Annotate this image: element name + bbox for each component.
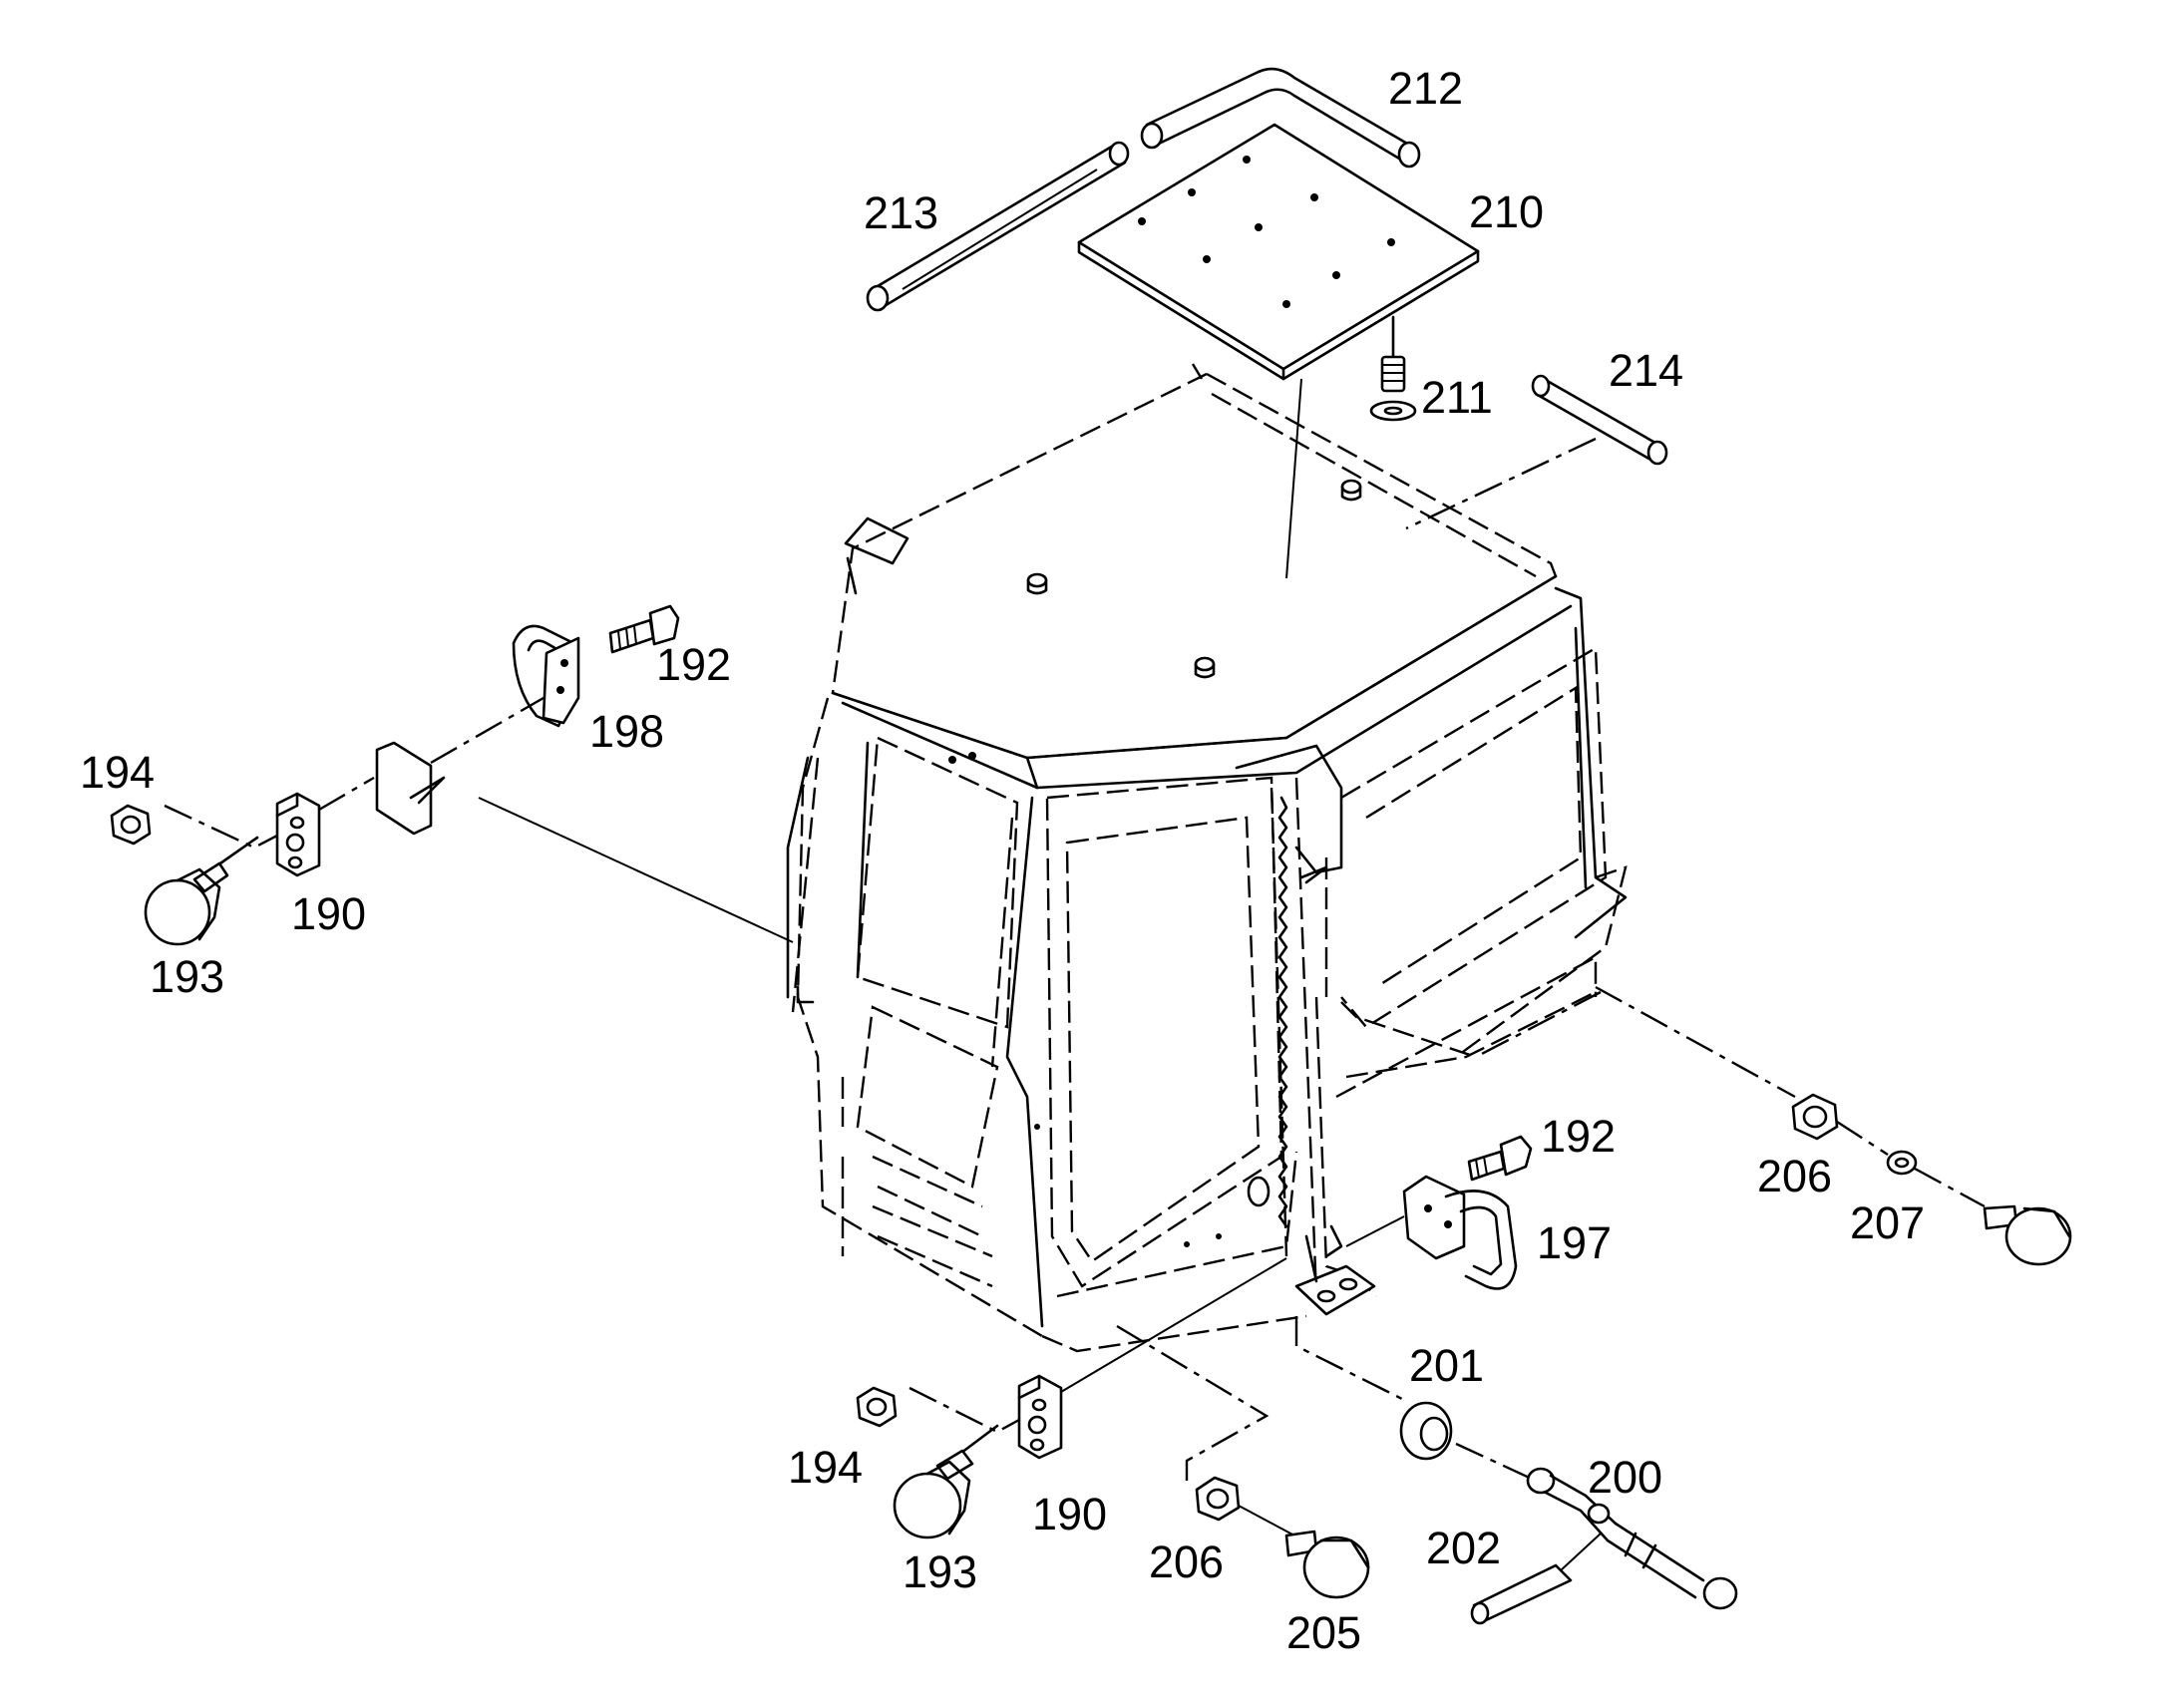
label-193-lower: 193 <box>903 1546 977 1597</box>
label-200: 200 <box>1588 1452 1662 1503</box>
roof-leader-lines <box>1285 378 1597 579</box>
label-211: 211 <box>1421 372 1493 423</box>
part-200-hinge-pin <box>1526 1467 1738 1610</box>
part-190-clamp-upper <box>275 776 375 877</box>
label-214: 214 <box>1609 345 1683 396</box>
leader-upper-to-cab <box>478 797 794 943</box>
label-194-lower: 194 <box>788 1442 863 1493</box>
part-205-knob-lower <box>1284 1530 1370 1599</box>
label-194-upper: 194 <box>80 747 155 798</box>
part-190-clamp-lower <box>1017 1257 1287 1460</box>
cab-frame <box>786 363 1628 1353</box>
part-201-bushing <box>1294 1316 1537 1483</box>
part-213-straight-seal <box>866 141 1130 312</box>
part-197-grab-handle-lower <box>1345 1175 1518 1290</box>
label-210: 210 <box>1469 186 1544 237</box>
label-193-upper: 193 <box>150 951 224 1002</box>
label-207: 207 <box>1850 1197 1925 1248</box>
part-193-knob-lower <box>893 1424 999 1539</box>
label-201: 201 <box>1409 1340 1484 1391</box>
part-202-pin <box>1470 1533 1602 1625</box>
part-207-washer <box>1836 1120 1986 1208</box>
label-206-right: 206 <box>1757 1151 1832 1201</box>
part-214-short-seal <box>1531 374 1668 466</box>
label-198: 198 <box>589 706 664 757</box>
label-192-upper: 192 <box>656 639 731 690</box>
part-210-roof-plate <box>1077 123 1480 381</box>
part-labels: 212 213 210 214 211 192 198 194 190 193 … <box>80 63 1925 1658</box>
part-192-bolt-lower <box>1467 1135 1533 1182</box>
label-206-lower: 206 <box>1149 1537 1224 1587</box>
label-190-lower: 190 <box>1032 1489 1107 1539</box>
part-198-grab-handle-upper <box>512 624 580 728</box>
part-192-bolt-upper <box>608 604 680 654</box>
label-197: 197 <box>1537 1217 1612 1268</box>
label-205: 205 <box>1286 1607 1361 1658</box>
label-190-upper: 190 <box>291 888 366 939</box>
part-211-stud-washer <box>1369 315 1417 422</box>
part-206-nut-right <box>1475 985 1839 1141</box>
part-205-knob-right <box>1983 1204 2072 1266</box>
label-213: 213 <box>864 187 938 238</box>
label-192-lower: 192 <box>1541 1111 1616 1162</box>
part-bracket-plate-left <box>375 696 545 836</box>
part-212-bent-seal <box>1140 67 1421 169</box>
part-194-nut-lower <box>856 1386 1020 1434</box>
label-212: 212 <box>1388 63 1463 114</box>
part-194-nut-upper <box>110 804 278 850</box>
part-206-nut-lower <box>1116 1324 1295 1537</box>
label-202: 202 <box>1426 1523 1501 1573</box>
part-193-knob-upper <box>144 836 259 946</box>
